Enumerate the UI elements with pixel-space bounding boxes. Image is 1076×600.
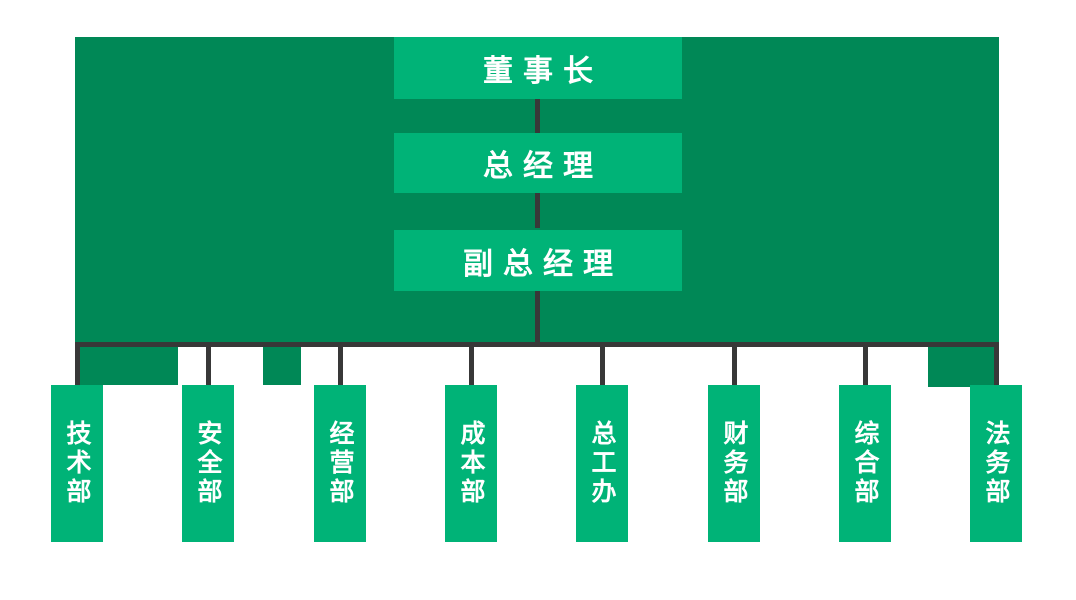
connector-gm-dgm xyxy=(535,193,540,228)
department-label: 综合部 xyxy=(851,420,880,507)
connector-drop-operations xyxy=(338,344,343,386)
department-label: 安全部 xyxy=(194,420,223,507)
department-label: 财务部 xyxy=(720,420,749,507)
connector-drop-chief-engineer-office xyxy=(600,344,605,386)
connector-drop-safety xyxy=(206,344,211,386)
connector-bus-line xyxy=(75,342,999,347)
node-department-technology: 技术部 xyxy=(51,385,103,542)
connector-drop-cost xyxy=(469,344,474,386)
backdrop-stub-right xyxy=(928,347,995,387)
connector-drop-technology xyxy=(75,344,80,386)
node-deputy-general-manager: 副总经理 xyxy=(394,230,682,291)
node-department-legal: 法务部 xyxy=(970,385,1022,542)
node-general-manager: 总经理 xyxy=(394,133,682,193)
department-label: 成本部 xyxy=(457,420,486,507)
node-chairman: 董事长 xyxy=(394,37,682,99)
connector-drop-finance xyxy=(732,344,737,386)
backdrop-stub-middle xyxy=(263,347,301,385)
department-label: 技术部 xyxy=(63,420,92,507)
connector-dgm-bus xyxy=(535,291,540,344)
connector-drop-general-affairs xyxy=(863,344,868,386)
backdrop-stub-left xyxy=(79,347,178,385)
node-department-finance: 财务部 xyxy=(708,385,760,542)
node-department-operations: 经营部 xyxy=(314,385,366,542)
node-department-cost: 成本部 xyxy=(445,385,497,542)
node-department-chief-engineer-office: 总工办 xyxy=(576,385,628,542)
department-label: 经营部 xyxy=(326,420,355,507)
connector-drop-legal xyxy=(994,344,999,386)
department-label: 总工办 xyxy=(588,420,617,507)
connector-chairman-gm xyxy=(535,99,540,133)
node-department-general-affairs: 综合部 xyxy=(839,385,891,542)
node-department-safety: 安全部 xyxy=(182,385,234,542)
department-label: 法务部 xyxy=(982,420,1011,507)
